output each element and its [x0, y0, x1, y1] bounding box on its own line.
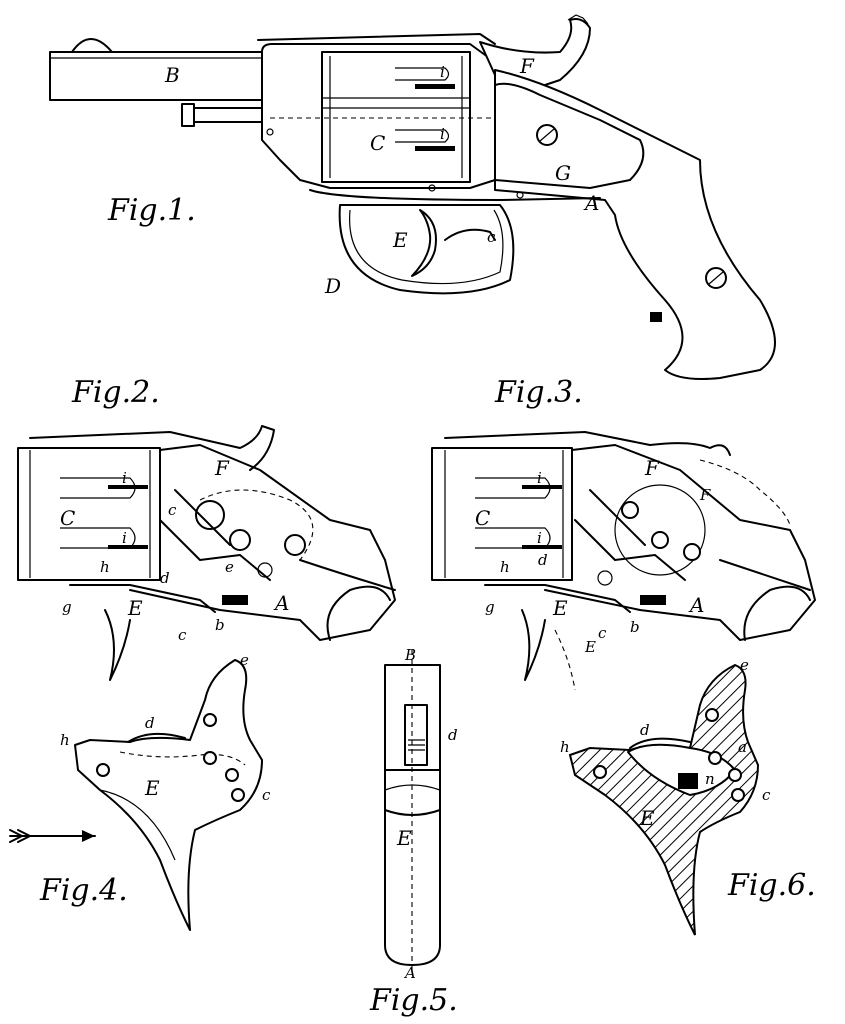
fig3-label-g: g — [485, 598, 495, 616]
fig4-label-e: E — [144, 776, 160, 800]
fig2-caption: Fig.2. — [71, 375, 160, 410]
fig6-label-d: d — [640, 721, 650, 739]
fig2-label-g: g — [62, 598, 72, 616]
fig3-label-i2: i — [537, 529, 542, 547]
fig1-label-f: F — [519, 54, 535, 78]
cylinder-c — [321, 51, 471, 183]
fig1-label-d: D — [324, 274, 341, 298]
fig3-label-c-small: c — [598, 624, 607, 642]
fig1-label-i2: i — [440, 125, 445, 143]
fig1-caption: Fig.1. — [107, 193, 196, 228]
fig2-label-a: A — [273, 591, 289, 615]
fig2-label-h: h — [100, 558, 110, 576]
fig1-label-i1: i — [440, 63, 445, 81]
fig1-label-e: E — [392, 228, 408, 252]
fig3-label-e: E — [552, 596, 568, 620]
fig3-label-i1: i — [537, 469, 542, 487]
fig2-label-i2: i — [122, 529, 127, 547]
fig3-caption: Fig.3. — [494, 375, 583, 410]
fig3-label-c: C — [475, 506, 490, 530]
fig6-trigger-e — [568, 663, 760, 936]
fig6-label-e: E — [639, 806, 655, 830]
fig4-trigger-e — [74, 659, 263, 931]
grip-g — [494, 82, 645, 189]
fig2-label-e-big: E — [127, 596, 143, 620]
fig2-label-c2: c — [168, 501, 177, 519]
trigger-e — [411, 209, 437, 277]
fig1-label-a: A — [583, 191, 599, 215]
fig2-label-f: F — [214, 456, 230, 480]
fig6-label-e-small: e — [740, 656, 749, 674]
fig3-label-b: b — [630, 618, 640, 636]
fig1-revolver-drawing: B C i i F G A E D c Fig.1. — [49, 14, 776, 380]
fig2-label-e: e — [225, 558, 234, 576]
fig5-label-e: E — [396, 826, 412, 850]
fig2-lockwork-drawing: C i i F c e d h g E c b A Fig.2. — [17, 375, 396, 681]
fig5-section-drawing: B d E A Fig.5. — [369, 646, 458, 1018]
fig2-label-c: C — [60, 506, 75, 530]
fig2-cylinder-c — [17, 447, 161, 581]
fig3-cylinder-c — [431, 447, 573, 581]
fig2-label-i1: i — [122, 469, 127, 487]
fig4-trigger-drawing: h d e E c Fig.4. — [9, 651, 271, 931]
front-sight — [71, 38, 113, 53]
fig5-label-d: d — [448, 726, 458, 744]
fig4-label-h: h — [60, 731, 70, 749]
fig6-label-c: c — [762, 786, 771, 804]
fig3-label-f: F — [644, 456, 660, 480]
fig1-label-c-small: c — [487, 228, 496, 246]
barrel-b — [49, 51, 266, 101]
fig5-caption: Fig.5. — [369, 983, 458, 1018]
fig6-label-n: n — [705, 770, 715, 788]
fig4-label-d: d — [145, 714, 155, 732]
fig1-label-g: G — [555, 161, 571, 185]
fig4-label-c: c — [262, 786, 271, 804]
fig3-label-h: h — [500, 558, 510, 576]
fig3-label-e2: E — [584, 638, 596, 656]
fig6-label-h: h — [560, 738, 570, 756]
fig4-caption: Fig.4. — [39, 873, 128, 908]
fig2-label-d: d — [160, 569, 170, 587]
fig5-label-b: B — [404, 646, 416, 664]
fig5-label-a: A — [403, 964, 416, 982]
fig3-label-f2: F — [699, 486, 711, 504]
fig6-caption: Fig.6. — [727, 868, 816, 903]
fig3-label-d: d — [538, 551, 548, 569]
fig3-label-a: A — [688, 593, 704, 617]
trigger-guard-d — [338, 204, 515, 295]
fig1-label-c: C — [370, 131, 385, 155]
fig4-label-e-small: e — [240, 651, 249, 669]
fig6-trigger-section-drawing: h d e a n E c Fig.6. — [560, 656, 816, 936]
fig3-lockwork-drawing: C i i F F d h g E E c b A Fig.3. — [431, 375, 816, 691]
fig1-label-b: B — [164, 63, 180, 87]
fig2-label-b: b — [215, 616, 225, 634]
fig6-label-a: a — [738, 738, 747, 756]
fig2-label-c-small: c — [178, 626, 187, 644]
